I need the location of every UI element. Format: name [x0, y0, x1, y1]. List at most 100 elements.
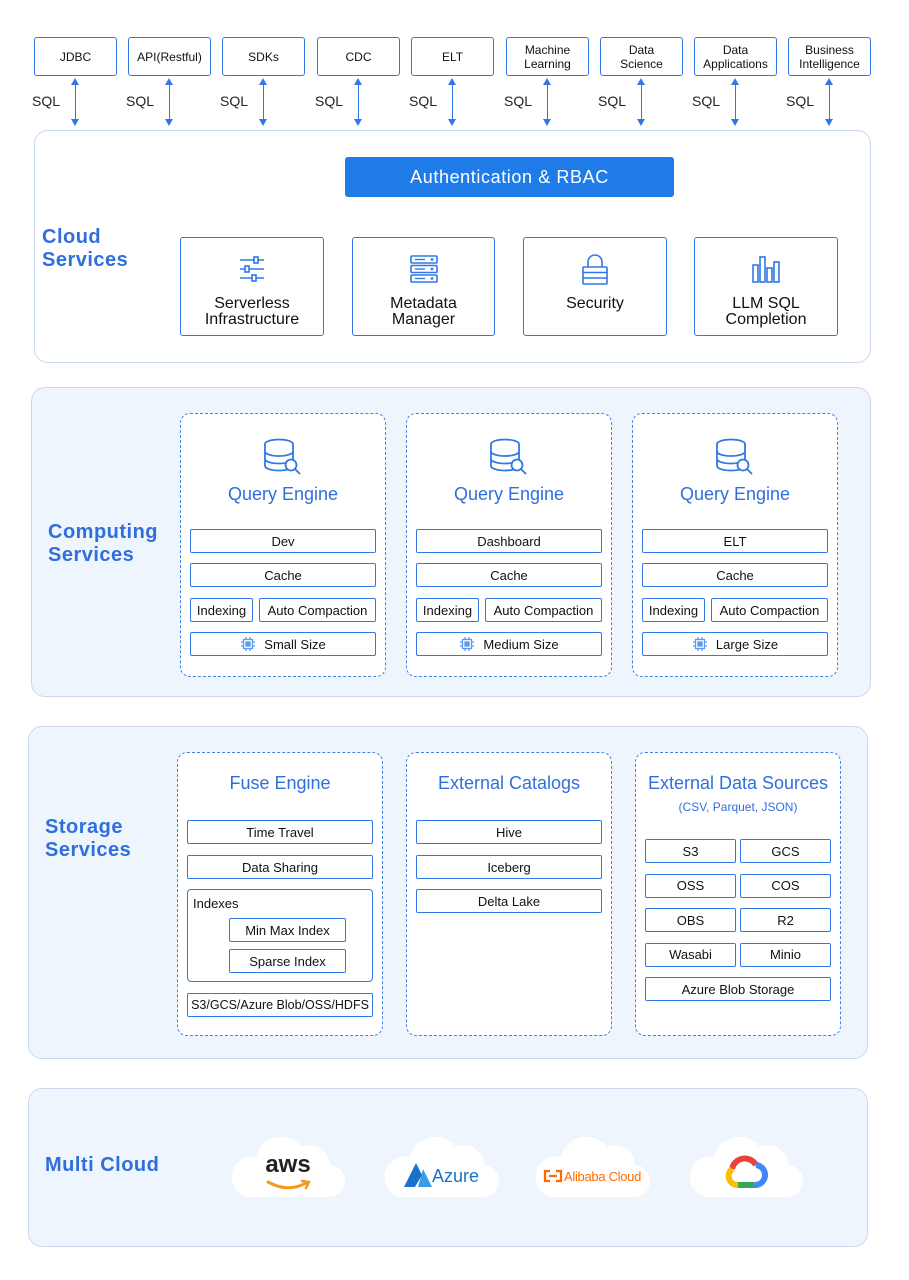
client-3-box: CDC: [317, 37, 400, 76]
connector-line: [641, 84, 642, 120]
metadata-manager-box: Metadata Manager: [352, 237, 495, 336]
source-5-box: R2: [740, 908, 831, 932]
llm-sql-completion-box: LLM SQL Completion: [694, 237, 838, 336]
connector-line: [263, 84, 264, 120]
size-label: Small Size: [264, 636, 326, 652]
connector-line: [169, 84, 170, 120]
arrow-down-icon: [825, 119, 833, 126]
connector-line: [829, 84, 830, 120]
sql-connection-label: SQL: [219, 93, 248, 109]
arrow-down-icon: [354, 119, 362, 126]
source-1-box: GCS: [740, 839, 831, 863]
workload-box: Dev: [190, 529, 376, 553]
indexes-label: Indexes: [193, 896, 239, 911]
catalog-hive-box: Hive: [416, 820, 602, 844]
google-cloud-logo: [688, 1125, 804, 1201]
authentication-rbac-bar: Authentication & RBAC: [345, 157, 674, 197]
security-label: Security: [566, 295, 624, 312]
cache-box: Cache: [190, 563, 376, 587]
llm-sql-completion-label: LLM SQL Completion: [725, 295, 807, 328]
client-8-box: Business Intelligence: [788, 37, 871, 76]
sql-connection-label: SQL: [31, 93, 60, 109]
source-6-box: Wasabi: [645, 942, 736, 967]
azure-logo: Azure: [382, 1125, 500, 1201]
auto-compaction-box: Auto Compaction: [259, 598, 376, 622]
source-2-box: OSS: [645, 873, 736, 898]
arrow-up-icon: [448, 78, 456, 85]
arrow-up-icon: [71, 78, 79, 85]
arrow-up-icon: [731, 78, 739, 85]
source-azure-blob-storage-box: Azure Blob Storage: [645, 977, 831, 1001]
sql-connection-label: SQL: [597, 93, 626, 109]
catalog-delta-lake-box: Delta Lake: [416, 889, 602, 913]
arrow-down-icon: [71, 119, 79, 126]
arrow-up-icon: [165, 78, 173, 85]
query-engine-title: Query Engine: [679, 484, 791, 504]
database-search-icon: [262, 438, 302, 476]
external-data-sources-title: External Data Sources: [647, 773, 829, 793]
aws-logo-text: aws: [265, 1151, 311, 1178]
size-label: Medium Size: [483, 636, 559, 652]
arrow-up-icon: [543, 78, 551, 85]
server-icon: [409, 254, 439, 284]
client-5-box: Machine Learning: [506, 37, 589, 76]
source-3-box: COS: [740, 873, 831, 898]
auto-compaction-box: Auto Compaction: [485, 598, 602, 622]
workload-box: Dashboard: [416, 529, 602, 553]
arrow-down-icon: [637, 119, 645, 126]
sliders-icon: [238, 254, 266, 284]
security-box: Security: [523, 237, 667, 336]
arrow-up-icon: [259, 78, 267, 85]
connector-line: [75, 84, 76, 120]
serverless-infrastructure-label: Serverless Infrastructure: [204, 295, 300, 328]
sql-connection-label: SQL: [408, 93, 437, 109]
alibaba-cloud-logo: Alibaba Cloud: [533, 1125, 651, 1201]
auto-compaction-box: Auto Compaction: [711, 598, 828, 622]
sql-connection-label: SQL: [503, 93, 532, 109]
client-6-box: Data Science: [600, 37, 683, 76]
size-box: Small Size: [190, 632, 376, 656]
connector-line: [358, 84, 359, 120]
multi-cloud-title: Multi Cloud: [45, 1154, 160, 1176]
client-4-box: ELT: [411, 37, 494, 76]
external-catalogs-title: External Catalogs: [437, 773, 581, 793]
connector-line: [735, 84, 736, 120]
min-max-index-box: Min Max Index: [229, 918, 346, 942]
catalog-iceberg-box: Iceberg: [416, 855, 602, 879]
data-sharing-box: Data Sharing: [187, 855, 373, 879]
storage-backends-box: S3/GCS/Azure Blob/OSS/HDFS: [187, 993, 373, 1017]
size-box: Large Size: [642, 632, 828, 656]
arrow-down-icon: [448, 119, 456, 126]
query-engine-title: Query Engine: [227, 484, 339, 504]
client-1-box: API(Restful): [128, 37, 211, 76]
cloud-services-title: Cloud Services: [42, 226, 129, 271]
sql-connection-label: SQL: [691, 93, 720, 109]
sparse-index-box: Sparse Index: [229, 949, 346, 973]
sql-connection-label: SQL: [314, 93, 343, 109]
database-search-icon: [488, 438, 528, 476]
azure-logo-text: Azure: [432, 1166, 480, 1186]
arrow-up-icon: [825, 78, 833, 85]
cache-box: Cache: [642, 563, 828, 587]
indexing-box: Indexing: [642, 598, 705, 622]
cache-box: Cache: [416, 563, 602, 587]
workload-box: ELT: [642, 529, 828, 553]
size-box: Medium Size: [416, 632, 602, 656]
arrow-down-icon: [731, 119, 739, 126]
alibaba-cloud-logo-text: Alibaba Cloud: [564, 1169, 642, 1184]
client-2-box: SDKs: [222, 37, 305, 76]
bar-chart-icon: [751, 254, 781, 284]
arrow-down-icon: [543, 119, 551, 126]
serverless-infrastructure-box: Serverless Infrastructure: [180, 237, 324, 336]
arrow-down-icon: [165, 119, 173, 126]
chip-icon: [459, 636, 475, 652]
client-0-box: JDBC: [34, 37, 117, 76]
source-0-box: S3: [645, 839, 736, 863]
sql-connection-label: SQL: [125, 93, 154, 109]
aws-logo: aws: [230, 1125, 346, 1201]
connector-line: [452, 84, 453, 120]
query-engine-title: Query Engine: [453, 484, 565, 504]
arrow-down-icon: [259, 119, 267, 126]
source-4-box: OBS: [645, 908, 736, 932]
arrow-up-icon: [354, 78, 362, 85]
